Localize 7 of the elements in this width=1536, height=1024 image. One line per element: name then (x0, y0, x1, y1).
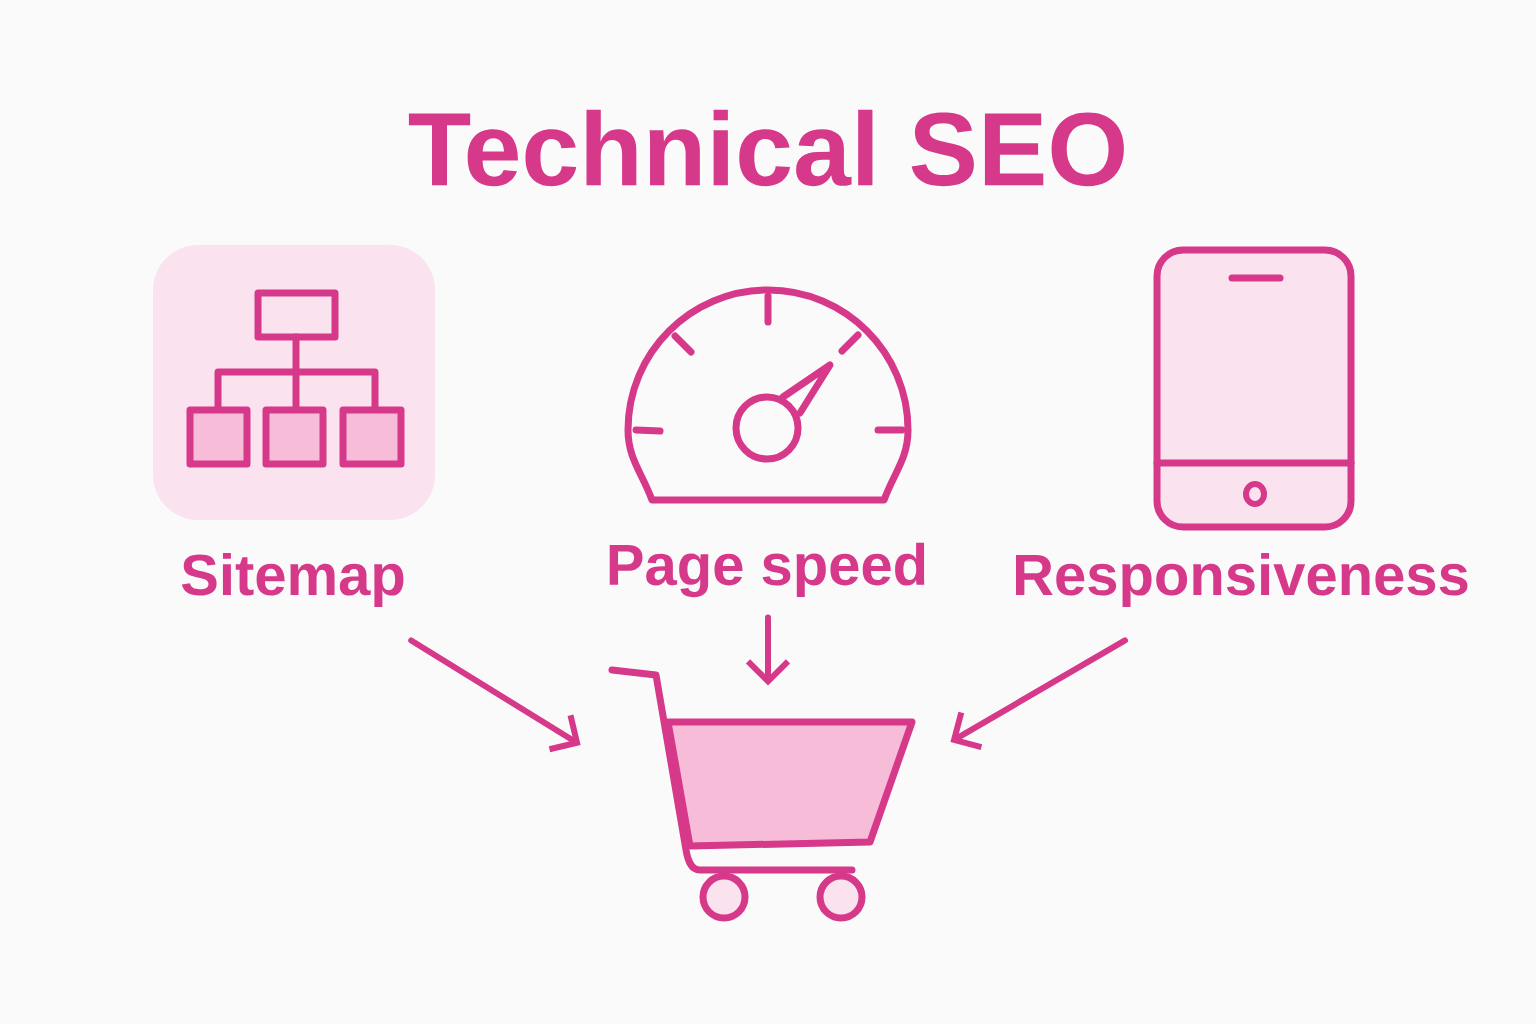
arrow (950, 637, 1128, 750)
arrow (408, 637, 581, 753)
icon-label: Sitemap (181, 552, 404, 608)
title: Technical SEO (408, 109, 1124, 187)
icon-label: Page speed (609, 542, 925, 598)
icon-label: Responsiveness (1016, 552, 1468, 608)
shopping-cart-drawing (608, 666, 916, 922)
